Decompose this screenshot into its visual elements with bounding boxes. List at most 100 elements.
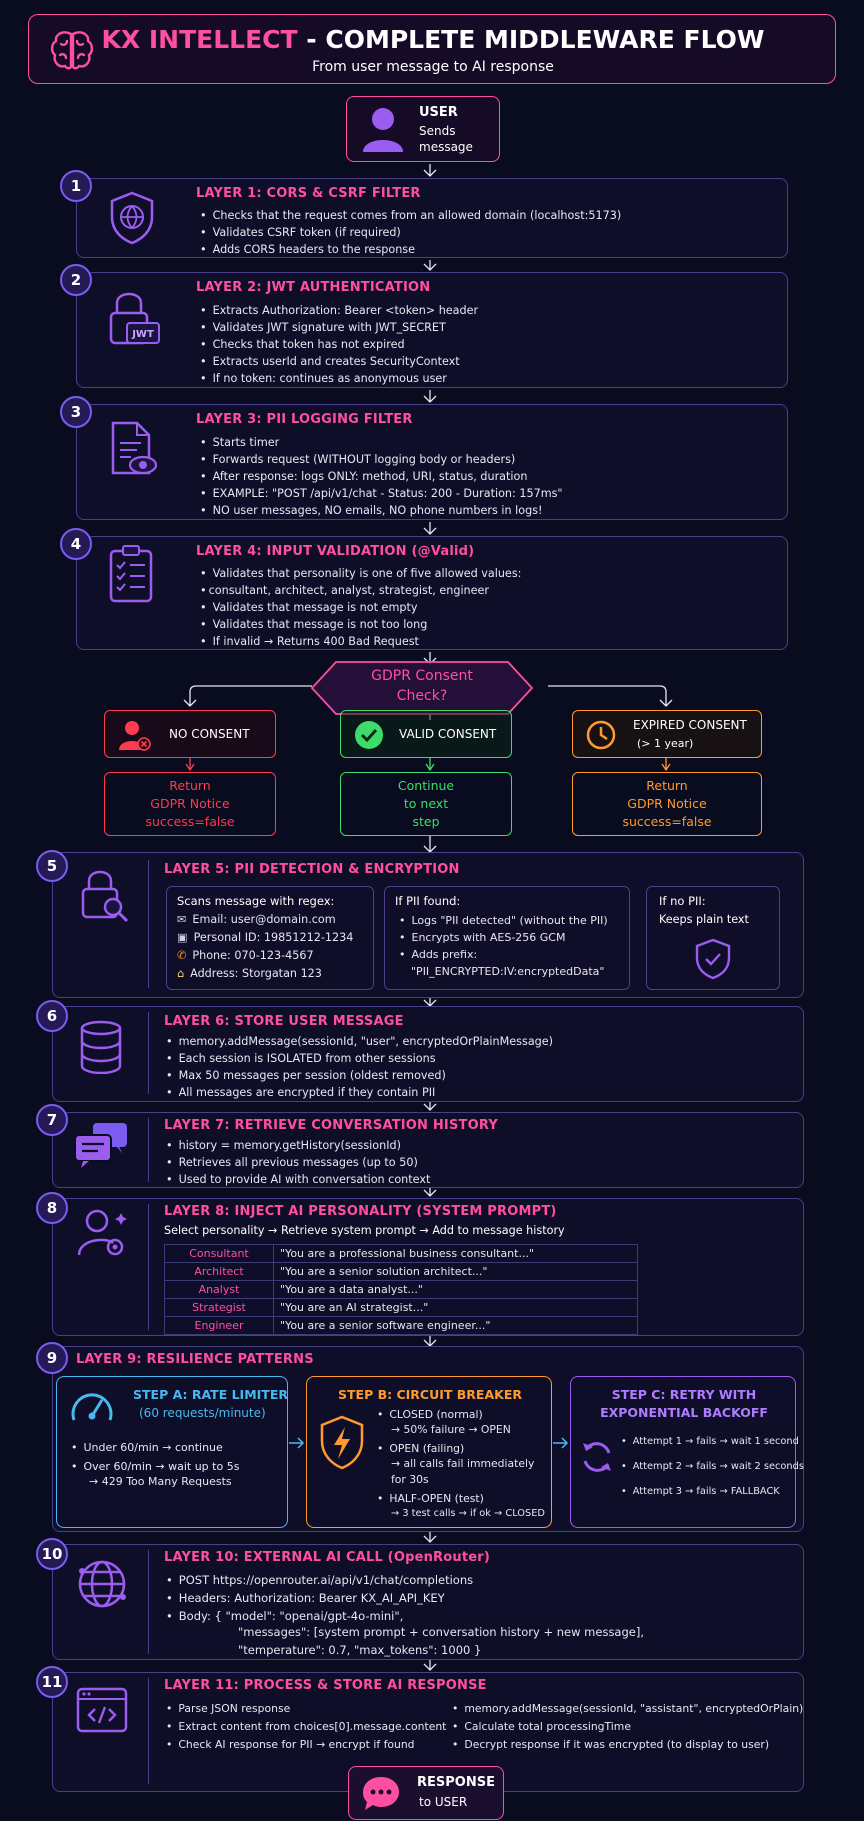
layer-8-divider bbox=[148, 1204, 149, 1330]
layer-6-bullets: memory.addMessage(sessionId, "user", enc… bbox=[166, 1033, 553, 1101]
pii-id: Personal ID: 19851212-1234 bbox=[193, 931, 354, 944]
rate-limiter-bullets: Under 60/min → continue Over 60/min → wa… bbox=[71, 1439, 240, 1475]
user-x-icon bbox=[117, 717, 153, 753]
header-panel: KX INTELLECT - COMPLETE MIDDLEWARE FLOW … bbox=[28, 14, 836, 84]
retry-bullet: Attempt 3 → fails → FALLBACK bbox=[621, 1479, 804, 1504]
circuit-half-open: HALF-OPEN (test) bbox=[377, 1491, 483, 1507]
layer-1-number: 1 bbox=[60, 170, 92, 202]
speedometer-icon bbox=[67, 1385, 117, 1427]
layer-11-bullet: Calculate total processingTime bbox=[452, 1718, 803, 1736]
expired-consent-sub: (> 1 year) bbox=[637, 737, 694, 750]
personality-key: Architect bbox=[164, 1262, 274, 1281]
layer-7-bullet: history = memory.getHistory(sessionId) bbox=[166, 1137, 430, 1154]
layer-10-bullets: POST https://openrouter.ai/api/v1/chat/c… bbox=[166, 1571, 473, 1625]
pii-phone: Phone: 070-123-4567 bbox=[192, 949, 314, 962]
layer-6-bullet: All messages are encrypted if they conta… bbox=[166, 1084, 553, 1101]
layer-6-bullet: memory.addMessage(sessionId, "user", enc… bbox=[166, 1033, 553, 1050]
layer-1-title: LAYER 1: CORS & CSRF FILTER bbox=[196, 186, 421, 201]
layer-6-title: LAYER 6: STORE USER MESSAGE bbox=[164, 1014, 404, 1029]
layer-3-title: LAYER 3: PII LOGGING FILTER bbox=[196, 412, 413, 427]
layer-8-number: 8 bbox=[36, 1192, 68, 1224]
no-pii-text: Keeps plain text bbox=[659, 913, 749, 926]
layer-11-bullet: memory.addMessage(sessionId, "assistant"… bbox=[452, 1700, 803, 1718]
no-consent-label: NO CONSENT bbox=[169, 727, 250, 741]
layer-6-number: 6 bbox=[36, 1000, 68, 1032]
pii-email: Email: user@domain.com bbox=[192, 913, 336, 926]
pii-id-row: ▣Personal ID: 19851212-1234 bbox=[177, 931, 353, 944]
layer-1-bullet: Checks that the request comes from an al… bbox=[200, 207, 622, 224]
gdpr-check-line2: Check? bbox=[396, 688, 448, 704]
user-icon bbox=[359, 105, 407, 153]
layer-9-number: 9 bbox=[36, 1342, 68, 1374]
circuit-closed-sub: → 50% failure → OPEN bbox=[391, 1423, 511, 1436]
no-consent-result-line: success=false bbox=[145, 814, 235, 829]
refresh-icon bbox=[577, 1437, 617, 1477]
layer-1-bullet: Validates CSRF token (if required) bbox=[200, 224, 621, 241]
layer-4-bullet: Validates that message is not too long bbox=[200, 616, 521, 633]
phone-icon: ✆ bbox=[177, 949, 187, 962]
layer-5-number: 5 bbox=[36, 850, 68, 882]
rate-limiter-cont: → 429 Too Many Requests bbox=[89, 1475, 232, 1488]
code-window-icon bbox=[74, 1684, 130, 1736]
layer-11-bullet: Extract content from choices[0].message.… bbox=[166, 1718, 446, 1736]
layer-10-title: LAYER 10: EXTERNAL AI CALL (OpenRouter) bbox=[164, 1550, 491, 1565]
layer-2-bullet: Extracts userId and creates SecurityCont… bbox=[200, 353, 478, 370]
rate-limiter-sub: (60 requests/minute) bbox=[139, 1406, 266, 1420]
rate-limiter-bullet: Under 60/min → continue bbox=[71, 1439, 239, 1456]
page-subtitle: From user message to AI response bbox=[312, 59, 554, 75]
layer-11-number: 11 bbox=[36, 1666, 68, 1698]
user-node: USER Sends message bbox=[346, 96, 500, 162]
no-consent-result-line: GDPR Notice bbox=[150, 796, 230, 811]
layer-3-bullet: NO user messages, NO emails, NO phone nu… bbox=[200, 502, 563, 519]
layer-10-bullet: POST https://openrouter.ai/api/v1/chat/c… bbox=[166, 1571, 473, 1589]
personality-key: Engineer bbox=[164, 1316, 274, 1335]
layer-5-divider bbox=[148, 860, 149, 988]
personality-table: Consultant"You are a professional busine… bbox=[164, 1244, 638, 1335]
expired-consent-node: EXPIRED CONSENT (> 1 year) bbox=[572, 710, 762, 758]
expired-consent-result-line: success=false bbox=[622, 814, 712, 829]
brain-icon bbox=[47, 27, 97, 73]
layer-8-intro: Select personality → Retrieve system pro… bbox=[164, 1224, 565, 1237]
circuit-breaker-title: STEP B: CIRCUIT BREAKER bbox=[338, 1387, 522, 1402]
layer-7-bullets: history = memory.getHistory(sessionId) R… bbox=[166, 1137, 431, 1188]
home-icon: ⌂ bbox=[177, 967, 185, 980]
retry-bullet: Attempt 2 → fails → wait 2 seconds bbox=[621, 1454, 804, 1479]
expired-consent-result-line: GDPR Notice bbox=[627, 796, 707, 811]
response-sub: to USER bbox=[419, 1795, 468, 1809]
layer-11-bullet: Parse JSON response bbox=[166, 1700, 446, 1718]
layer-11-bullet: Decrypt response if it was encrypted (to… bbox=[452, 1736, 803, 1754]
layer-7-title: LAYER 7: RETRIEVE CONVERSATION HISTORY bbox=[164, 1118, 498, 1133]
table-row: Analyst"You are a data analyst..." bbox=[164, 1280, 638, 1299]
layer-7-bullet: Retrieves all previous messages (up to 5… bbox=[166, 1154, 430, 1171]
valid-consent-result-line: Continue bbox=[397, 778, 455, 793]
clock-icon bbox=[585, 719, 617, 751]
layer-4-number: 4 bbox=[60, 528, 92, 560]
layer-3-bullet: Forwards request (WITHOUT logging body o… bbox=[200, 451, 563, 468]
table-row: Consultant"You are a professional busine… bbox=[164, 1244, 638, 1263]
response-title: RESPONSE bbox=[417, 1775, 495, 1790]
database-icon bbox=[76, 1018, 126, 1076]
layer-11-left-bullets: Parse JSON response Extract content from… bbox=[166, 1700, 446, 1754]
circuit-open-list: OPEN (failing) bbox=[377, 1441, 464, 1457]
layer-4-bullets: Validates that personality is one of fiv… bbox=[200, 565, 522, 650]
layer-6-divider bbox=[148, 1012, 149, 1094]
layer-2-bullet: Checks that token has not expired bbox=[200, 336, 478, 353]
layer-4-bullet-cont-text: consultant, architect, analyst, strategi… bbox=[208, 584, 490, 597]
pii-scan-box: Scans message with regex: ✉Email: user@d… bbox=[166, 886, 374, 990]
layer-2-bullet: If no token: continues as anonymous user bbox=[200, 370, 478, 387]
retry-title-1: STEP C: RETRY WITH bbox=[611, 1387, 757, 1402]
circuit-open: OPEN (failing) bbox=[377, 1441, 464, 1457]
layer-4-bullet-cont: consultant, architect, analyst, strategi… bbox=[200, 582, 521, 599]
personality-key: Analyst bbox=[164, 1280, 274, 1299]
layer-10-bullet: Headers: Authorization: Bearer KX_AI_API… bbox=[166, 1589, 473, 1607]
valid-consent-result-line: step bbox=[412, 814, 440, 829]
no-consent-result: Return GDPR Notice success=false bbox=[104, 772, 276, 836]
circuit-breaker-box: STEP B: CIRCUIT BREAKER CLOSED (normal) … bbox=[306, 1376, 552, 1528]
layer-2-bullets: Extracts Authorization: Bearer <token> h… bbox=[200, 302, 479, 387]
expired-consent-result-line: Return bbox=[646, 778, 688, 793]
valid-consent-node: VALID CONSENT bbox=[340, 710, 512, 758]
circuit-open-sub1: → all calls fail immediately bbox=[391, 1457, 535, 1470]
title-brand: KX INTELLECT bbox=[101, 25, 298, 54]
personality-prompt: "You are a professional business consult… bbox=[273, 1244, 638, 1263]
layer-3-bullet: After response: logs ONLY: method, URI, … bbox=[200, 468, 563, 485]
